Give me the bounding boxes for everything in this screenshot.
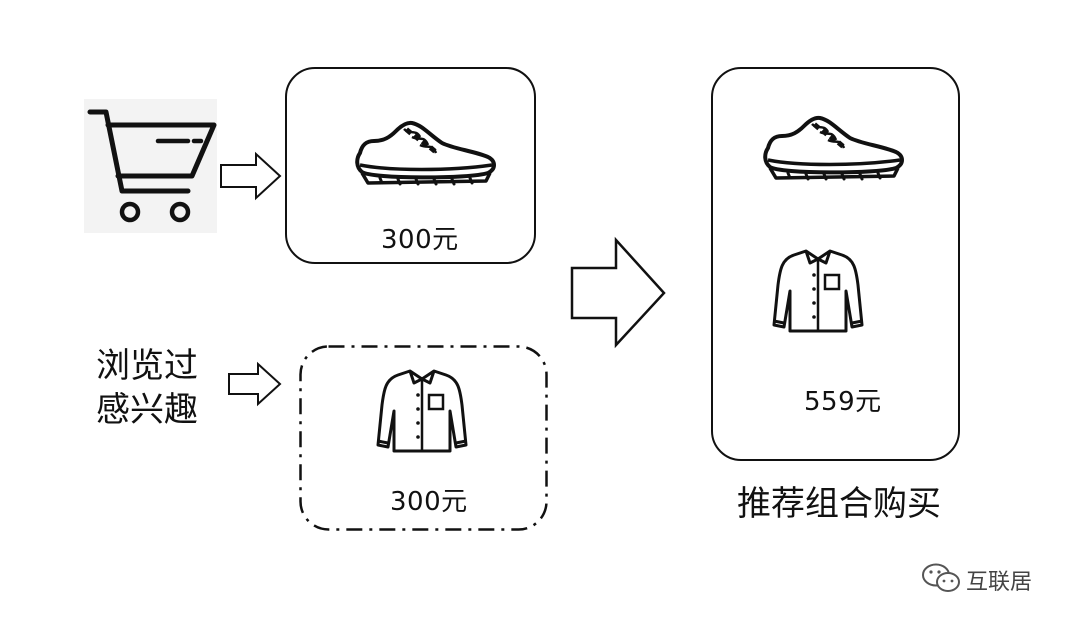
recommendation-caption: 推荐组合购买	[737, 484, 941, 524]
browsed-item-price: 300元	[390, 487, 468, 517]
wechat-icon	[922, 563, 960, 592]
shopping-cart-icon	[87, 109, 217, 223]
browsed-item-box	[299, 345, 548, 531]
browsed-label-line1: 浏览过	[96, 346, 198, 386]
watermark-text: 互联居	[966, 570, 1033, 595]
arrow-right-icon	[220, 151, 282, 201]
recommendation-price: 559元	[804, 387, 882, 417]
shoe-icon	[763, 115, 904, 181]
shirt-icon	[772, 249, 864, 333]
shoe-icon	[355, 120, 496, 186]
large-arrow-right-icon	[570, 236, 666, 349]
cart-item-box	[285, 67, 536, 264]
browsed-label-line2: 感兴趣	[96, 390, 198, 430]
recommendation-box	[711, 67, 960, 461]
arrow-right-icon	[228, 361, 282, 407]
shirt-icon	[376, 369, 468, 453]
cart-item-price: 300元	[381, 225, 459, 255]
